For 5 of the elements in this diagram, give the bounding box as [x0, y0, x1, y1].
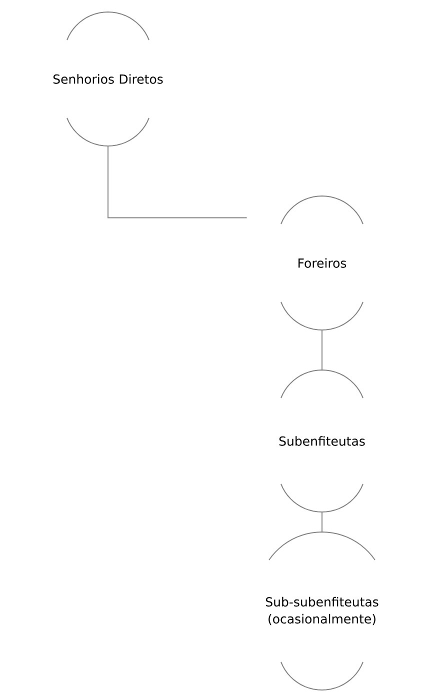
arc-node: Foreiros	[280, 196, 364, 330]
arc-node: Sub-subenfiteutas (ocasionalmente)	[266, 532, 378, 690]
arc-node: Senhorios Diretos	[53, 12, 163, 146]
arc-node: Subenfiteutas	[279, 370, 365, 512]
connector-line	[108, 146, 248, 218]
